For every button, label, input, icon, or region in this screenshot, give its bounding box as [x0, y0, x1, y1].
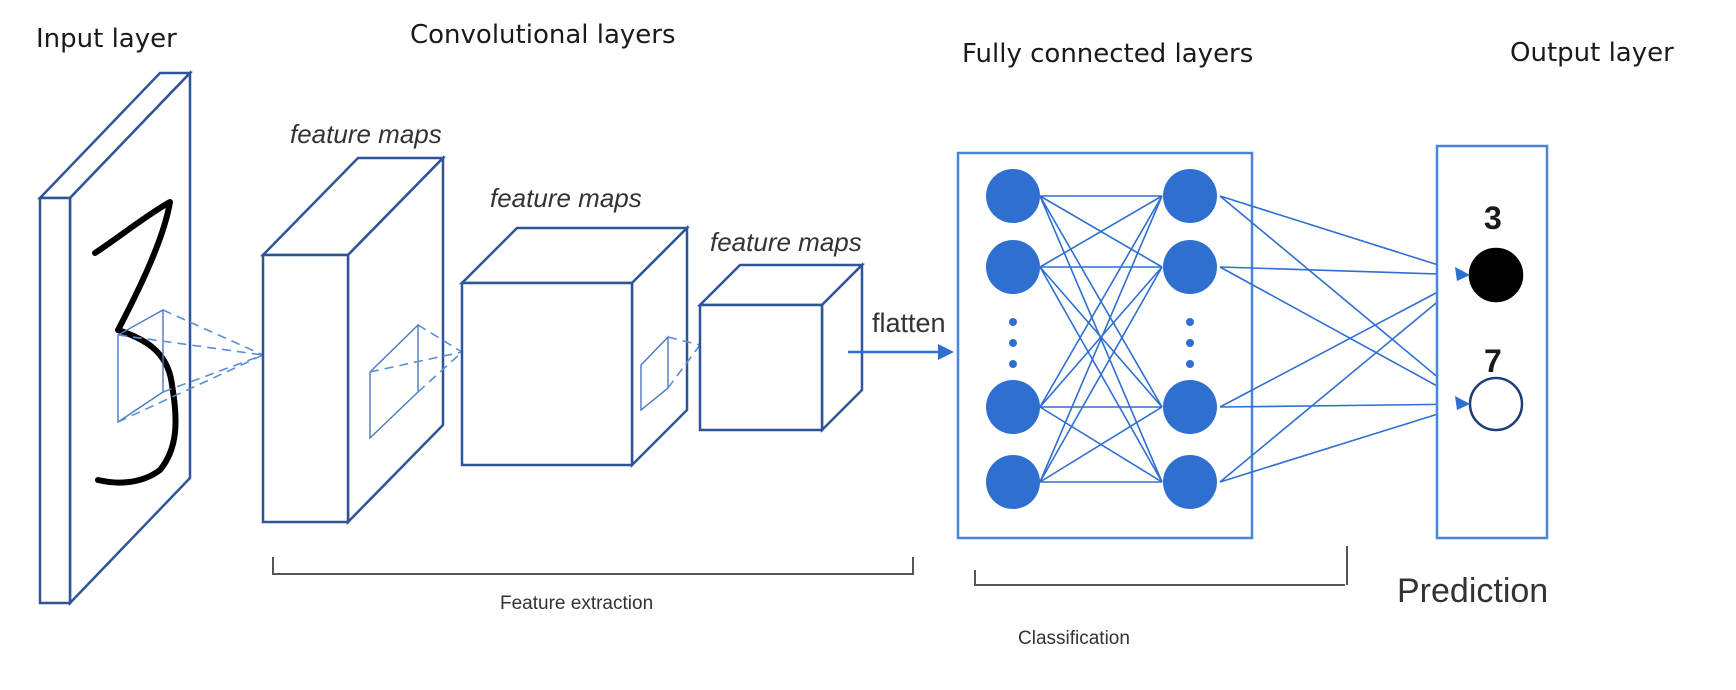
classification-label: Classification [1018, 628, 1130, 649]
output-layer-box [1435, 144, 1549, 540]
conv-block-2 [458, 224, 701, 469]
ellipsis-dot [1186, 339, 1194, 347]
input-receptive-field [117, 308, 264, 424]
fc-node [1163, 240, 1217, 294]
fc-layers-heading: Fully connected layers [962, 39, 1253, 69]
input-layer-heading: Input layer [36, 24, 177, 54]
feature-maps-label-3: feature maps [710, 227, 862, 257]
fc-layer-2-nodes [1163, 169, 1217, 509]
fc-node [1163, 169, 1217, 223]
conv-block-1 [260, 154, 463, 526]
handwritten-digit-3 [92, 199, 179, 486]
fc-node [1163, 380, 1217, 434]
output-node-3 [1468, 247, 1524, 303]
fc-ellipsis [1009, 318, 1194, 368]
prediction-label: Prediction [1397, 572, 1548, 610]
flatten-label: flatten [872, 308, 946, 338]
feature-extraction-bracket [272, 557, 914, 575]
fc-node [986, 169, 1040, 223]
output-label-7: 7 [1484, 343, 1502, 379]
feature-extraction-label: Feature extraction [500, 593, 653, 614]
ellipsis-dot [1009, 318, 1017, 326]
input-layer-slab [37, 69, 193, 607]
ellipsis-dot [1186, 360, 1194, 368]
conv-layers-heading: Convolutional layers [410, 20, 676, 50]
fc-node [1163, 455, 1217, 509]
fc-node [986, 455, 1040, 509]
fc-layer-1-nodes [986, 169, 1040, 509]
fc-connections [1039, 195, 1471, 483]
flatten-arrow [848, 344, 954, 360]
fc-node [986, 380, 1040, 434]
ellipsis-dot [1009, 339, 1017, 347]
output-node-7 [1468, 376, 1524, 432]
ellipsis-dot [1186, 318, 1194, 326]
ellipsis-dot [1009, 360, 1017, 368]
feature-maps-label-1: feature maps [290, 119, 442, 149]
output-arrowheads [1455, 267, 1470, 410]
output-label-3: 3 [1484, 200, 1502, 236]
feature-maps-label-2: feature maps [490, 183, 642, 213]
output-layer-heading: Output layer [1510, 38, 1674, 68]
conv-block-3 [696, 261, 866, 434]
fc-node [986, 240, 1040, 294]
classification-bracket [974, 546, 1348, 586]
